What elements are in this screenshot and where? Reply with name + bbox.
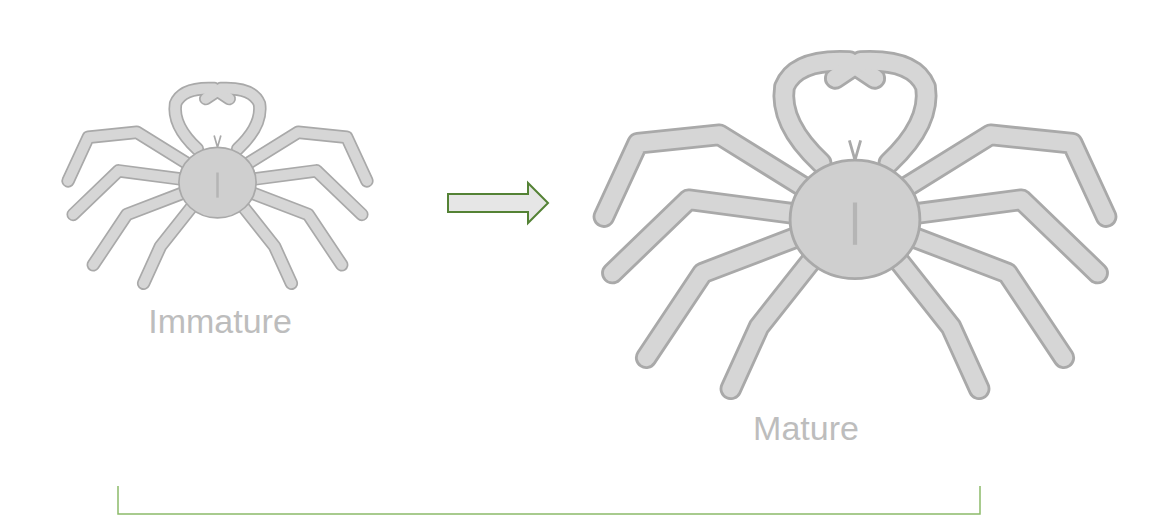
mature-crab <box>604 61 1106 389</box>
stage-label: Mature <box>753 408 859 449</box>
stage-label: Immature <box>148 301 292 342</box>
crab-figure: Immature <box>15 55 420 340</box>
immature-crab <box>68 88 367 283</box>
bracket <box>118 486 980 514</box>
block-arrow <box>448 183 548 223</box>
crab-figure: Mature <box>555 5 1155 455</box>
